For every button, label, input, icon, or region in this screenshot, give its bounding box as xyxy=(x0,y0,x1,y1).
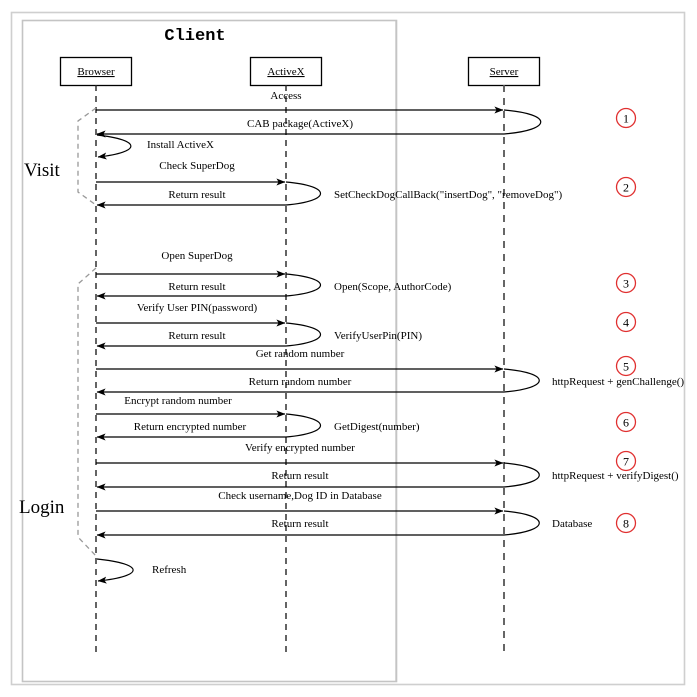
message-label-return-result-4: Return result xyxy=(271,470,328,482)
step-marker-2: 2 xyxy=(615,176,637,198)
message-arc-activex-2 xyxy=(285,181,321,206)
step-marker-5: 5 xyxy=(615,355,637,377)
annotation-open: Open(Scope, AuthorCode) xyxy=(334,281,452,293)
actor-label-activex: ActiveX xyxy=(267,66,304,78)
message-label-check-username-dogid: Check username,Dog ID in Database xyxy=(218,490,382,502)
client-title: Client xyxy=(164,27,225,46)
message-label-return-result-1: Return result xyxy=(168,189,225,201)
step-marker-1: 1 xyxy=(615,107,637,129)
phase-label-login: Login xyxy=(19,497,65,518)
phase-bracket-login xyxy=(77,267,97,557)
step-marker-7: 7 xyxy=(615,450,637,472)
message-arc-refresh xyxy=(96,558,134,584)
message-label-install-activex: Install ActiveX xyxy=(147,139,214,151)
message-arc-activex-6 xyxy=(285,413,321,438)
message-label-return-result-5: Return result xyxy=(271,518,328,530)
message-label-verify-user-pin: Verify User PIN(password) xyxy=(137,302,258,314)
annotation-getdigest: GetDigest(number) xyxy=(334,421,420,433)
message-label-get-random-number: Get random number xyxy=(256,348,345,360)
message-label-return-result-2: Return result xyxy=(168,281,225,293)
message-label-open-superdog: Open SuperDog xyxy=(161,250,233,262)
step-marker-3-label: 3 xyxy=(623,277,629,291)
actor-label-browser: Browser xyxy=(77,66,115,78)
message-arc-server-5 xyxy=(503,368,540,393)
message-label-cab-package: CAB package(ActiveX) xyxy=(247,118,353,130)
message-arc-activex-4 xyxy=(285,322,321,347)
annotation-genchallenge: httpRequest + genChallenge() xyxy=(552,376,684,388)
annotation-verifydigest: httpRequest + verifyDigest() xyxy=(552,470,679,482)
message-arc-server-7 xyxy=(503,462,540,488)
message-label-return-random-number: Return random number xyxy=(249,376,352,388)
step-marker-5-label: 5 xyxy=(623,360,629,374)
step-marker-6-label: 6 xyxy=(623,416,629,430)
message-label-encrypt-random-number: Encrypt random number xyxy=(124,395,232,407)
message-arc-server-8 xyxy=(503,510,540,536)
message-label-access: Access xyxy=(270,90,301,102)
step-marker-6: 6 xyxy=(615,411,637,433)
step-marker-8: 8 xyxy=(615,512,637,534)
step-marker-4: 4 xyxy=(615,311,637,333)
message-label-return-encrypted-number: Return encrypted number xyxy=(134,421,247,433)
message-label-verify-encrypted-number: Verify encrypted number xyxy=(245,442,355,454)
step-marker-7-label: 7 xyxy=(623,455,629,469)
annotation-verifyuserpin: VerifyUserPin(PIN) xyxy=(334,330,422,342)
step-marker-2-label: 2 xyxy=(623,181,629,195)
annotation-database: Database xyxy=(552,518,592,530)
phase-label-visit: Visit xyxy=(24,160,61,181)
message-label-refresh: Refresh xyxy=(152,564,187,576)
step-marker-8-label: 8 xyxy=(623,517,629,531)
actor-label-server: Server xyxy=(490,66,519,78)
message-arc-install-activex xyxy=(96,134,132,160)
step-marker-1-label: 1 xyxy=(623,112,629,126)
phase-bracket-visit xyxy=(77,107,97,206)
step-marker-3: 3 xyxy=(615,272,637,294)
outer-frame xyxy=(10,11,686,686)
step-marker-4-label: 4 xyxy=(623,316,629,330)
message-label-check-superdog: Check SuperDog xyxy=(159,160,235,172)
message-arc-activex-3 xyxy=(285,273,321,297)
annotation-setcheckdogcallback: SetCheckDogCallBack("insertDog", "remove… xyxy=(334,189,562,201)
message-label-return-result-3: Return result xyxy=(168,330,225,342)
actor-box-server[interactable] xyxy=(467,56,541,87)
message-arc-server-1 xyxy=(503,109,542,135)
